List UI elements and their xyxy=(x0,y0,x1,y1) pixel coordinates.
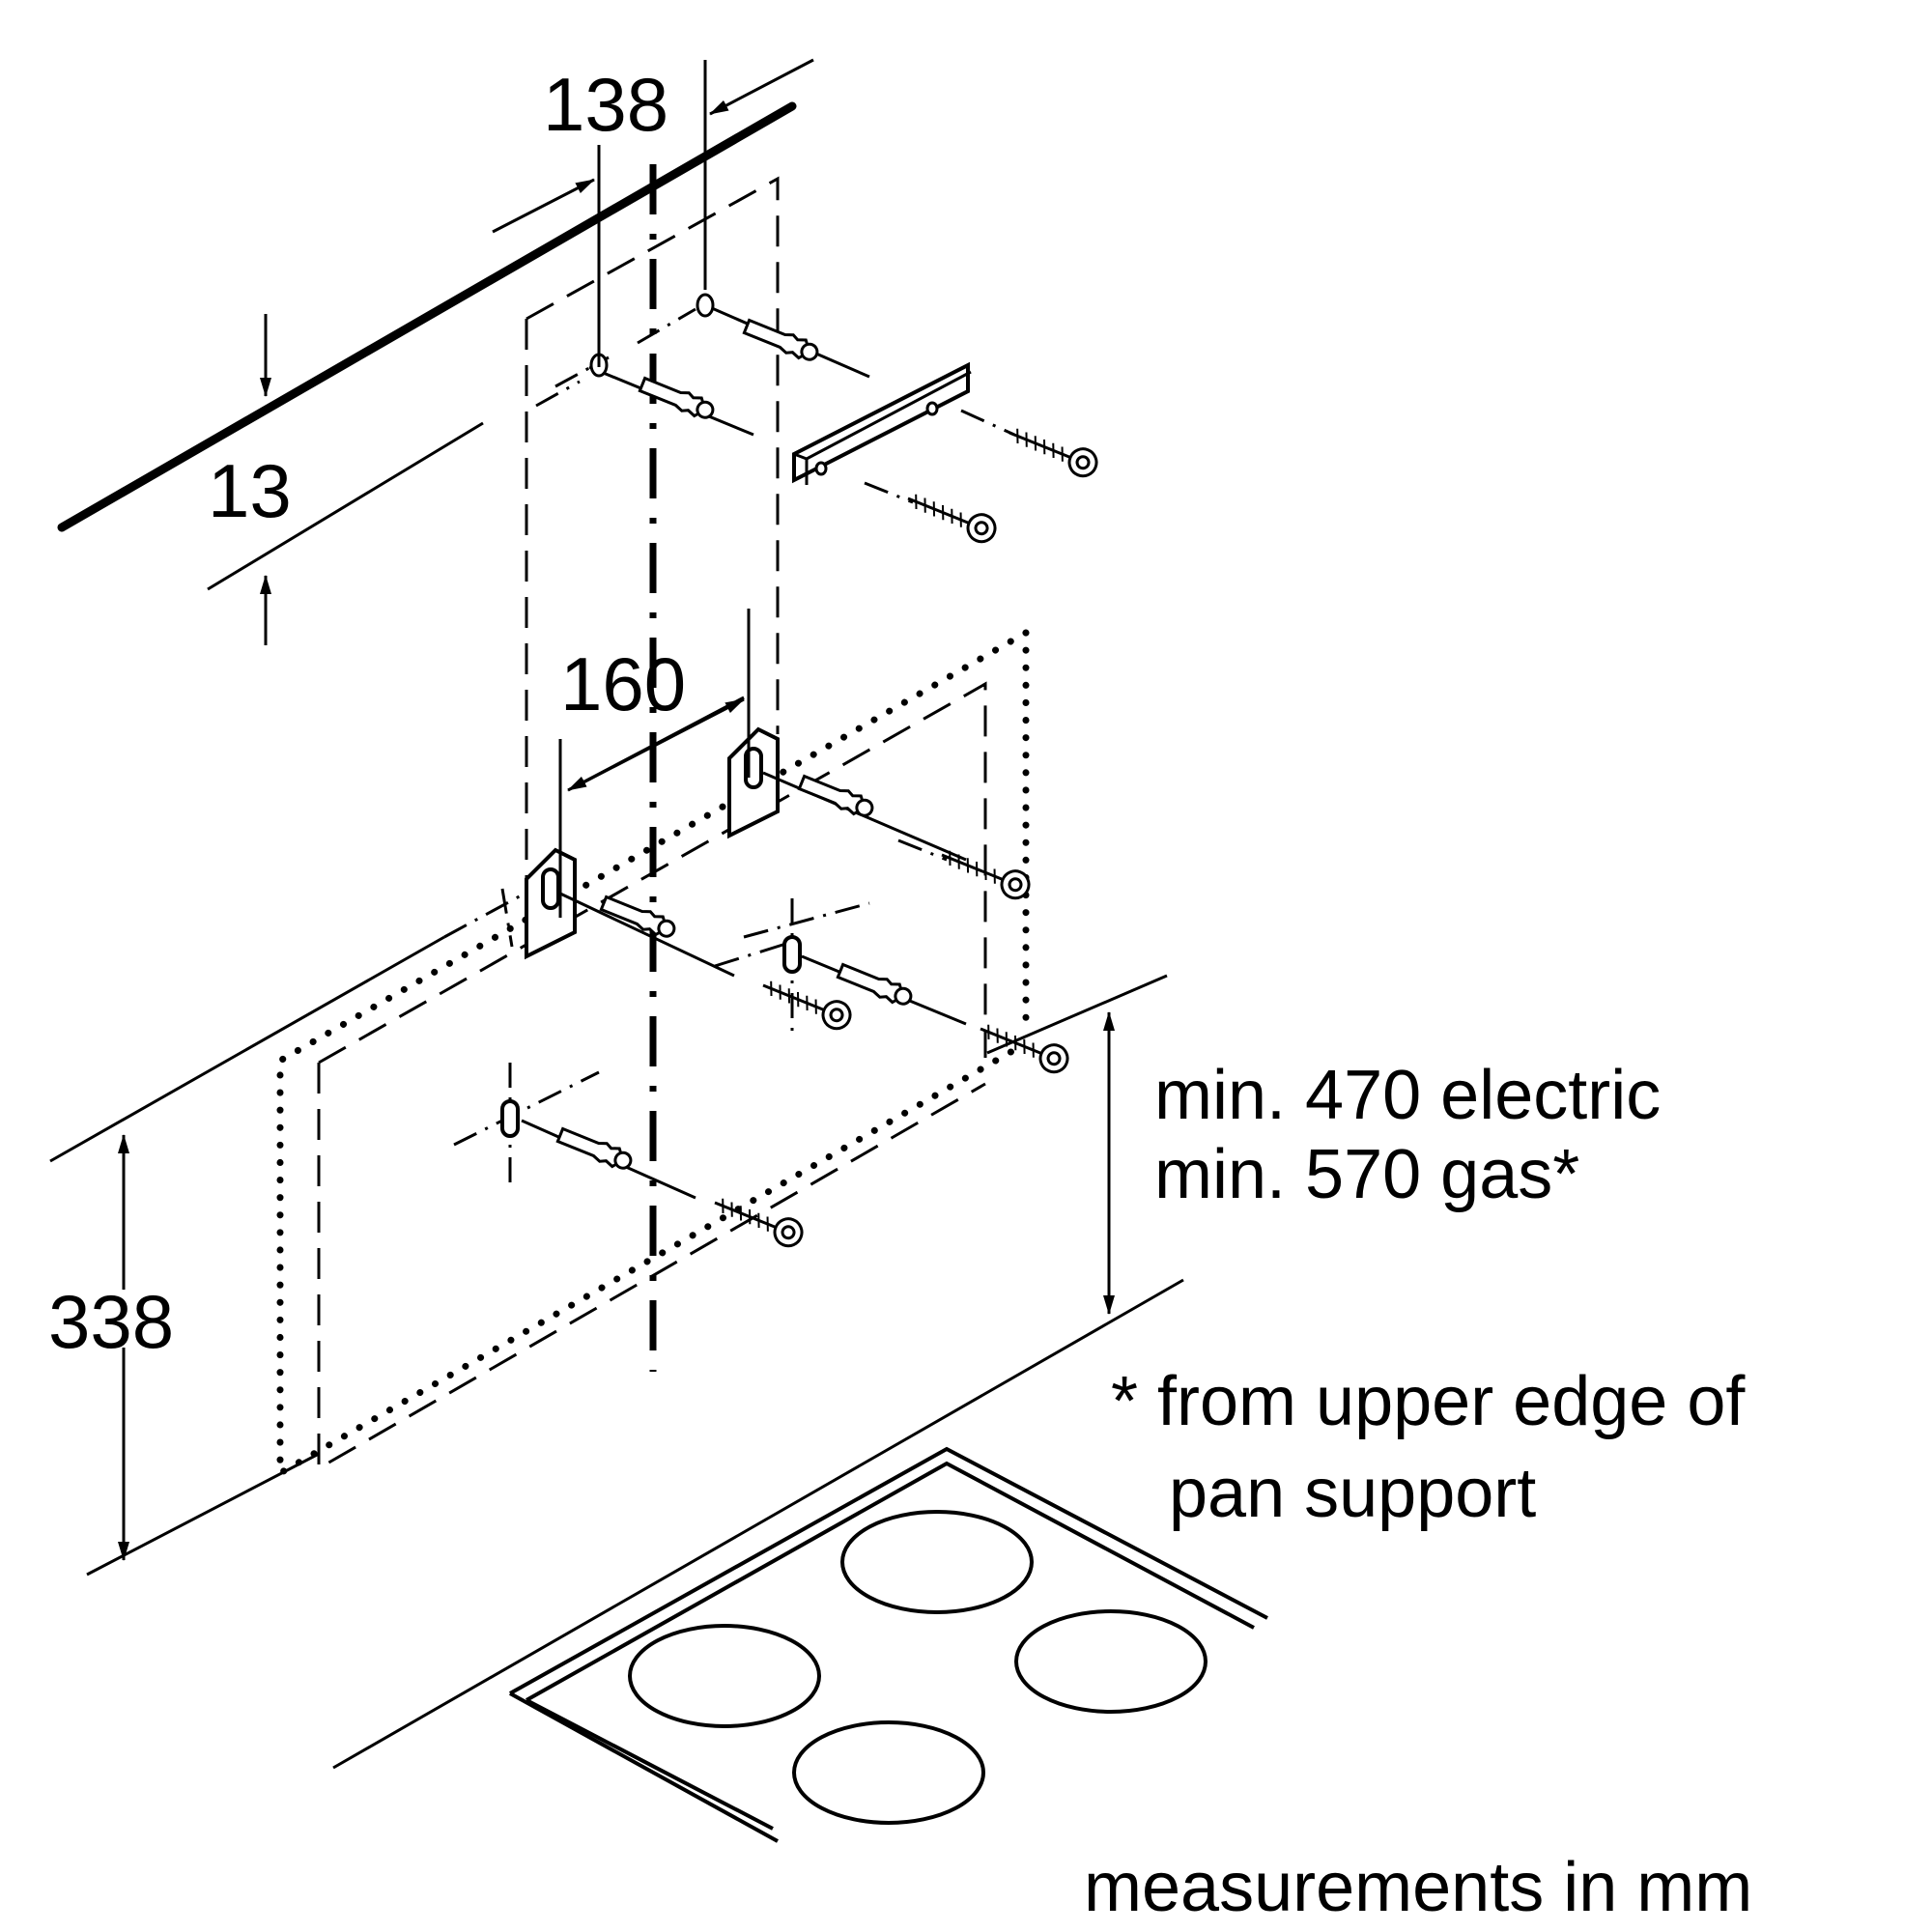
dimension-label-338: 338 xyxy=(48,1279,174,1364)
dimension-label-13: 13 xyxy=(208,448,292,533)
dimension-label-160: 160 xyxy=(560,641,686,726)
wall-top-edge xyxy=(57,101,797,532)
dimension-160 xyxy=(558,609,751,918)
upper-duct-inner xyxy=(535,380,581,408)
hood-top-line xyxy=(49,935,445,1163)
footnote-line-1: * from upper edge of xyxy=(1111,1363,1746,1440)
hood-fixings xyxy=(453,727,1073,1252)
wall-reference-line xyxy=(207,421,484,591)
cooktop xyxy=(509,1446,1268,1843)
dimension-138 xyxy=(492,58,814,367)
clearance-label-gas: min. 570 gas* xyxy=(1154,1136,1579,1213)
hood-bottom-line xyxy=(86,1452,320,1577)
clearance-top-line xyxy=(986,974,1168,1055)
clearance-label-electric: min. 470 electric xyxy=(1154,1057,1661,1134)
footnote-line-2: pan support xyxy=(1169,1455,1536,1532)
upper-duct-outline xyxy=(526,176,780,734)
units-note: measurements in mm xyxy=(1084,1849,1752,1926)
dimension-label-138: 138 xyxy=(543,62,668,147)
hood-outline-dotted xyxy=(276,629,1030,1480)
hood-outline-dashed xyxy=(317,681,987,1471)
top-fixings xyxy=(554,293,1102,548)
clearance-bottom-line xyxy=(332,1278,1184,1770)
